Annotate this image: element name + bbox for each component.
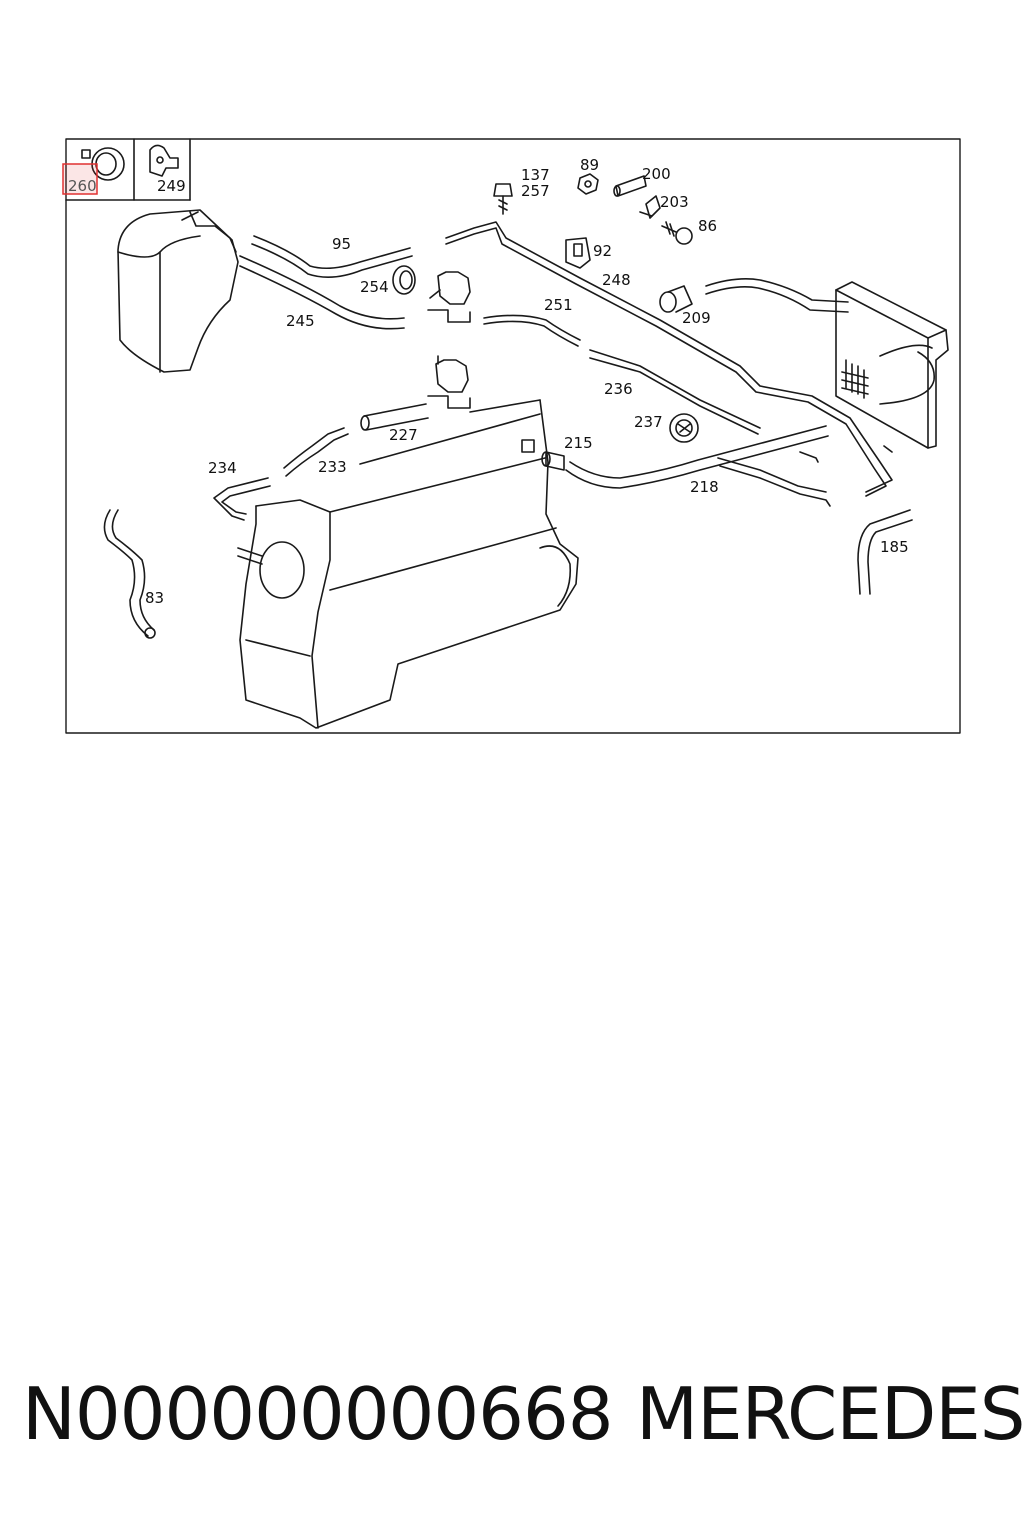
hose-83 <box>103 509 149 637</box>
callout-234[interactable]: 234 <box>208 459 237 477</box>
valve-lower <box>427 355 471 409</box>
spacer-200 <box>613 175 647 197</box>
hose-95 <box>253 235 411 270</box>
callout-233[interactable]: 233 <box>318 458 347 476</box>
callout-89[interactable]: 89 <box>580 156 599 174</box>
callout-227[interactable]: 227 <box>389 426 418 444</box>
callout-92[interactable]: 92 <box>593 242 612 260</box>
fitting-209 <box>659 285 693 313</box>
callout-95[interactable]: 95 <box>332 235 351 253</box>
valve-upper <box>427 271 471 323</box>
part-number: N000000000668 <box>22 1372 614 1456</box>
callout-249[interactable]: 249 <box>157 177 186 195</box>
hose-245-inner <box>239 265 405 330</box>
hose-227 <box>363 403 427 417</box>
callout-86[interactable]: 86 <box>698 217 717 235</box>
clamp-237 <box>669 413 699 443</box>
callout-260[interactable]: 260 <box>68 177 97 195</box>
callout-236[interactable]: 236 <box>604 380 633 398</box>
pipe-218 <box>565 435 829 489</box>
grommet-254 <box>392 265 416 295</box>
brand-name: MERCEDES <box>636 1372 1024 1456</box>
callout-218[interactable]: 218 <box>690 478 719 496</box>
callout-200[interactable]: 200 <box>642 165 671 183</box>
diagram-border <box>65 138 961 734</box>
hose-233 <box>283 427 345 469</box>
callout-257[interactable]: 257 <box>521 182 550 200</box>
line-236 <box>589 349 761 429</box>
hose-185 <box>857 509 911 595</box>
highlight-box-260[interactable] <box>62 163 98 195</box>
callout-248[interactable]: 248 <box>602 271 631 289</box>
callout-83[interactable]: 83 <box>145 589 164 607</box>
callout-251[interactable]: 251 <box>544 296 573 314</box>
callout-245[interactable]: 245 <box>286 312 315 330</box>
fitting-215 <box>521 439 565 471</box>
callout-254[interactable]: 254 <box>360 278 389 296</box>
heater-hose <box>705 278 849 303</box>
footer: N000000000668 MERCEDES <box>0 1372 1024 1482</box>
tube-251 <box>483 314 581 341</box>
hose-95-inner <box>251 243 413 278</box>
bolt-257 <box>493 183 513 215</box>
hose-234 <box>213 477 269 521</box>
callout-215[interactable]: 215 <box>564 434 593 452</box>
callout-209[interactable]: 209 <box>682 309 711 327</box>
clip-92 <box>565 237 591 269</box>
callout-203[interactable]: 203 <box>660 193 689 211</box>
bracket-203 <box>639 195 661 219</box>
reservoir-tank <box>117 209 239 373</box>
hose-245 <box>239 255 405 320</box>
callout-237[interactable]: 237 <box>634 413 663 431</box>
bolt-86 <box>661 221 693 245</box>
callout-185[interactable]: 185 <box>880 538 909 556</box>
nut-89 <box>577 173 599 195</box>
pipe-248 <box>445 221 893 493</box>
engine-block <box>237 399 579 729</box>
heater-core <box>835 281 949 449</box>
callout-137[interactable]: 137 <box>521 166 550 184</box>
